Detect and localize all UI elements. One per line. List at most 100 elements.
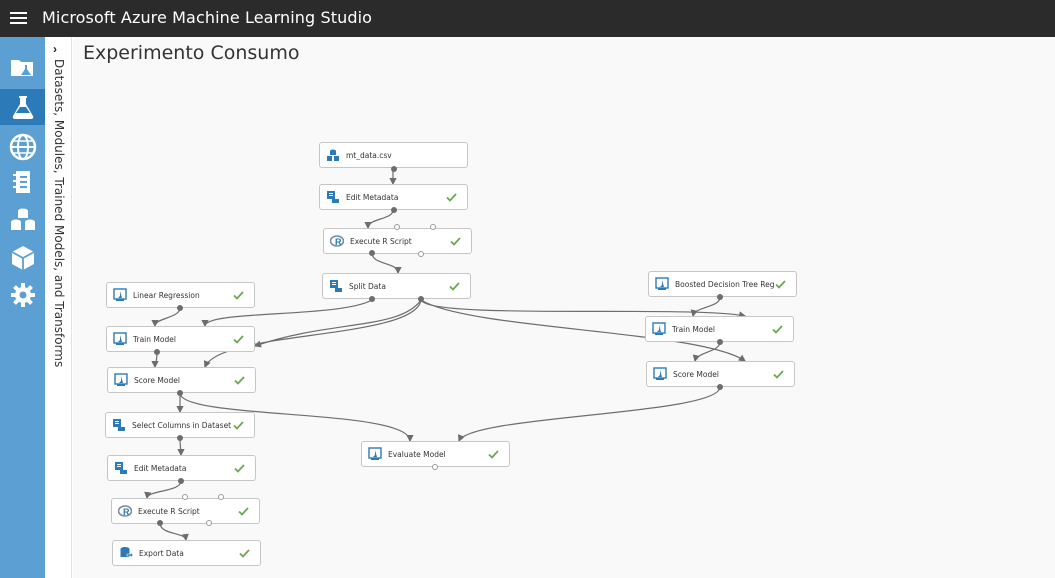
svg-text:R: R (123, 507, 130, 517)
palette-label[interactable]: Datasets, Modules, Trained Models, and T… (52, 59, 66, 368)
model-icon (114, 373, 128, 386)
module-export-data[interactable]: Export Data (112, 540, 261, 566)
model-icon (368, 447, 382, 460)
experiment-title: Experimento Consumo (83, 42, 300, 64)
checkmark-icon (234, 375, 245, 385)
output-port[interactable] (418, 251, 424, 257)
module-boosted-decision-tree[interactable]: Boosted Decision Tree Regr... (648, 271, 797, 297)
nav-projects[interactable] (0, 49, 45, 85)
left-nav (0, 37, 45, 578)
output-port[interactable] (418, 296, 424, 302)
nav-settings[interactable] (0, 277, 45, 313)
output-port[interactable] (206, 520, 212, 526)
output-port[interactable] (177, 435, 183, 441)
gear-icon (10, 283, 35, 307)
export-data-icon (120, 547, 133, 559)
module-score-model-left[interactable]: Score Model (107, 367, 256, 393)
checkmark-icon (234, 463, 245, 473)
model-icon (113, 288, 127, 301)
flask-icon (12, 96, 33, 120)
experiments-folder-icon (10, 60, 33, 76)
input-port[interactable] (218, 494, 224, 500)
output-port[interactable] (177, 305, 183, 311)
output-port[interactable] (391, 207, 397, 213)
select-columns-icon (113, 419, 125, 431)
module-linear-regression[interactable]: Linear Regression (106, 282, 255, 308)
module-label: Train Model (133, 334, 176, 344)
module-label: Evaluate Model (388, 449, 446, 459)
checkmark-icon (775, 279, 786, 289)
module-label: Score Model (673, 369, 719, 379)
checkmark-icon (238, 506, 249, 516)
checkmark-icon (773, 369, 784, 379)
module-evaluate-model[interactable]: Evaluate Model (361, 441, 510, 467)
checkmark-icon (233, 420, 244, 430)
module-label: Execute R Script (138, 506, 200, 516)
module-edit-metadata-bottom[interactable]: Edit Metadata (107, 455, 256, 481)
module-label: Boosted Decision Tree Regr... (675, 279, 775, 289)
module-label: Edit Metadata (346, 192, 399, 202)
split-data-icon (330, 280, 342, 292)
checkmark-icon (233, 334, 244, 344)
checkmark-icon (239, 548, 250, 558)
input-port[interactable] (182, 494, 188, 500)
output-port[interactable] (369, 250, 375, 256)
r-script-icon: R (330, 235, 344, 247)
output-port[interactable] (717, 384, 723, 390)
checkmark-icon (233, 290, 244, 300)
model-icon (113, 332, 127, 345)
output-port[interactable] (432, 464, 438, 470)
module-execute-r-script-top[interactable]: R Execute R Script (323, 228, 472, 254)
app-title: Microsoft Azure Machine Learning Studio (42, 8, 373, 27)
svg-text:R: R (335, 237, 342, 247)
output-port[interactable] (391, 166, 397, 172)
input-port[interactable] (394, 224, 400, 230)
module-label: mt_data.csv (346, 150, 392, 160)
module-label: Train Model (672, 324, 715, 334)
dataset-icon (327, 149, 339, 161)
module-label: Linear Regression (133, 290, 200, 300)
output-port[interactable] (717, 339, 723, 345)
top-bar: Microsoft Azure Machine Learning Studio (0, 0, 1055, 37)
output-port[interactable] (157, 520, 163, 526)
globe-icon (9, 133, 36, 161)
output-port[interactable] (369, 296, 375, 302)
module-execute-r-script-bottom[interactable]: R Execute R Script (111, 498, 260, 524)
checkmark-icon (450, 236, 461, 246)
hamburger-menu-icon[interactable] (10, 12, 27, 25)
nav-experiments[interactable] (0, 89, 45, 125)
datasets-icon (10, 208, 35, 230)
model-icon (652, 322, 666, 335)
module-label: Split Data (349, 281, 386, 291)
checkmark-icon (488, 449, 499, 459)
module-palette: › Datasets, Modules, Trained Models, and… (45, 37, 72, 578)
notebook-icon (12, 171, 30, 193)
edit-metadata-icon (115, 462, 127, 474)
nav-notebooks[interactable] (0, 164, 45, 200)
edit-metadata-icon (327, 191, 339, 203)
checkmark-icon (446, 192, 457, 202)
module-label: Execute R Script (350, 236, 412, 246)
module-split-data[interactable]: Split Data (322, 273, 471, 299)
chevron-right-icon[interactable]: › (53, 42, 57, 56)
checkmark-icon (449, 281, 460, 291)
cube-icon (11, 246, 34, 270)
output-port[interactable] (178, 478, 184, 484)
output-port[interactable] (177, 390, 183, 396)
checkmark-icon (772, 324, 783, 334)
output-port[interactable] (154, 349, 160, 355)
output-port[interactable] (717, 294, 723, 300)
module-label: Export Data (139, 548, 184, 558)
module-train-model-left[interactable]: Train Model (106, 326, 255, 352)
r-script-icon: R (118, 505, 132, 517)
module-label: Score Model (134, 375, 180, 385)
module-label: Select Columns in Dataset (132, 420, 232, 430)
nav-web-services[interactable] (0, 129, 45, 165)
model-icon (655, 277, 669, 290)
nav-trained-models[interactable] (0, 240, 45, 276)
module-mt-data-csv[interactable]: mt_data.csv (319, 142, 468, 168)
input-port[interactable] (430, 224, 436, 230)
module-label: Edit Metadata (134, 463, 187, 473)
module-train-model-right[interactable]: Train Model (645, 316, 794, 342)
nav-datasets[interactable] (0, 202, 45, 238)
